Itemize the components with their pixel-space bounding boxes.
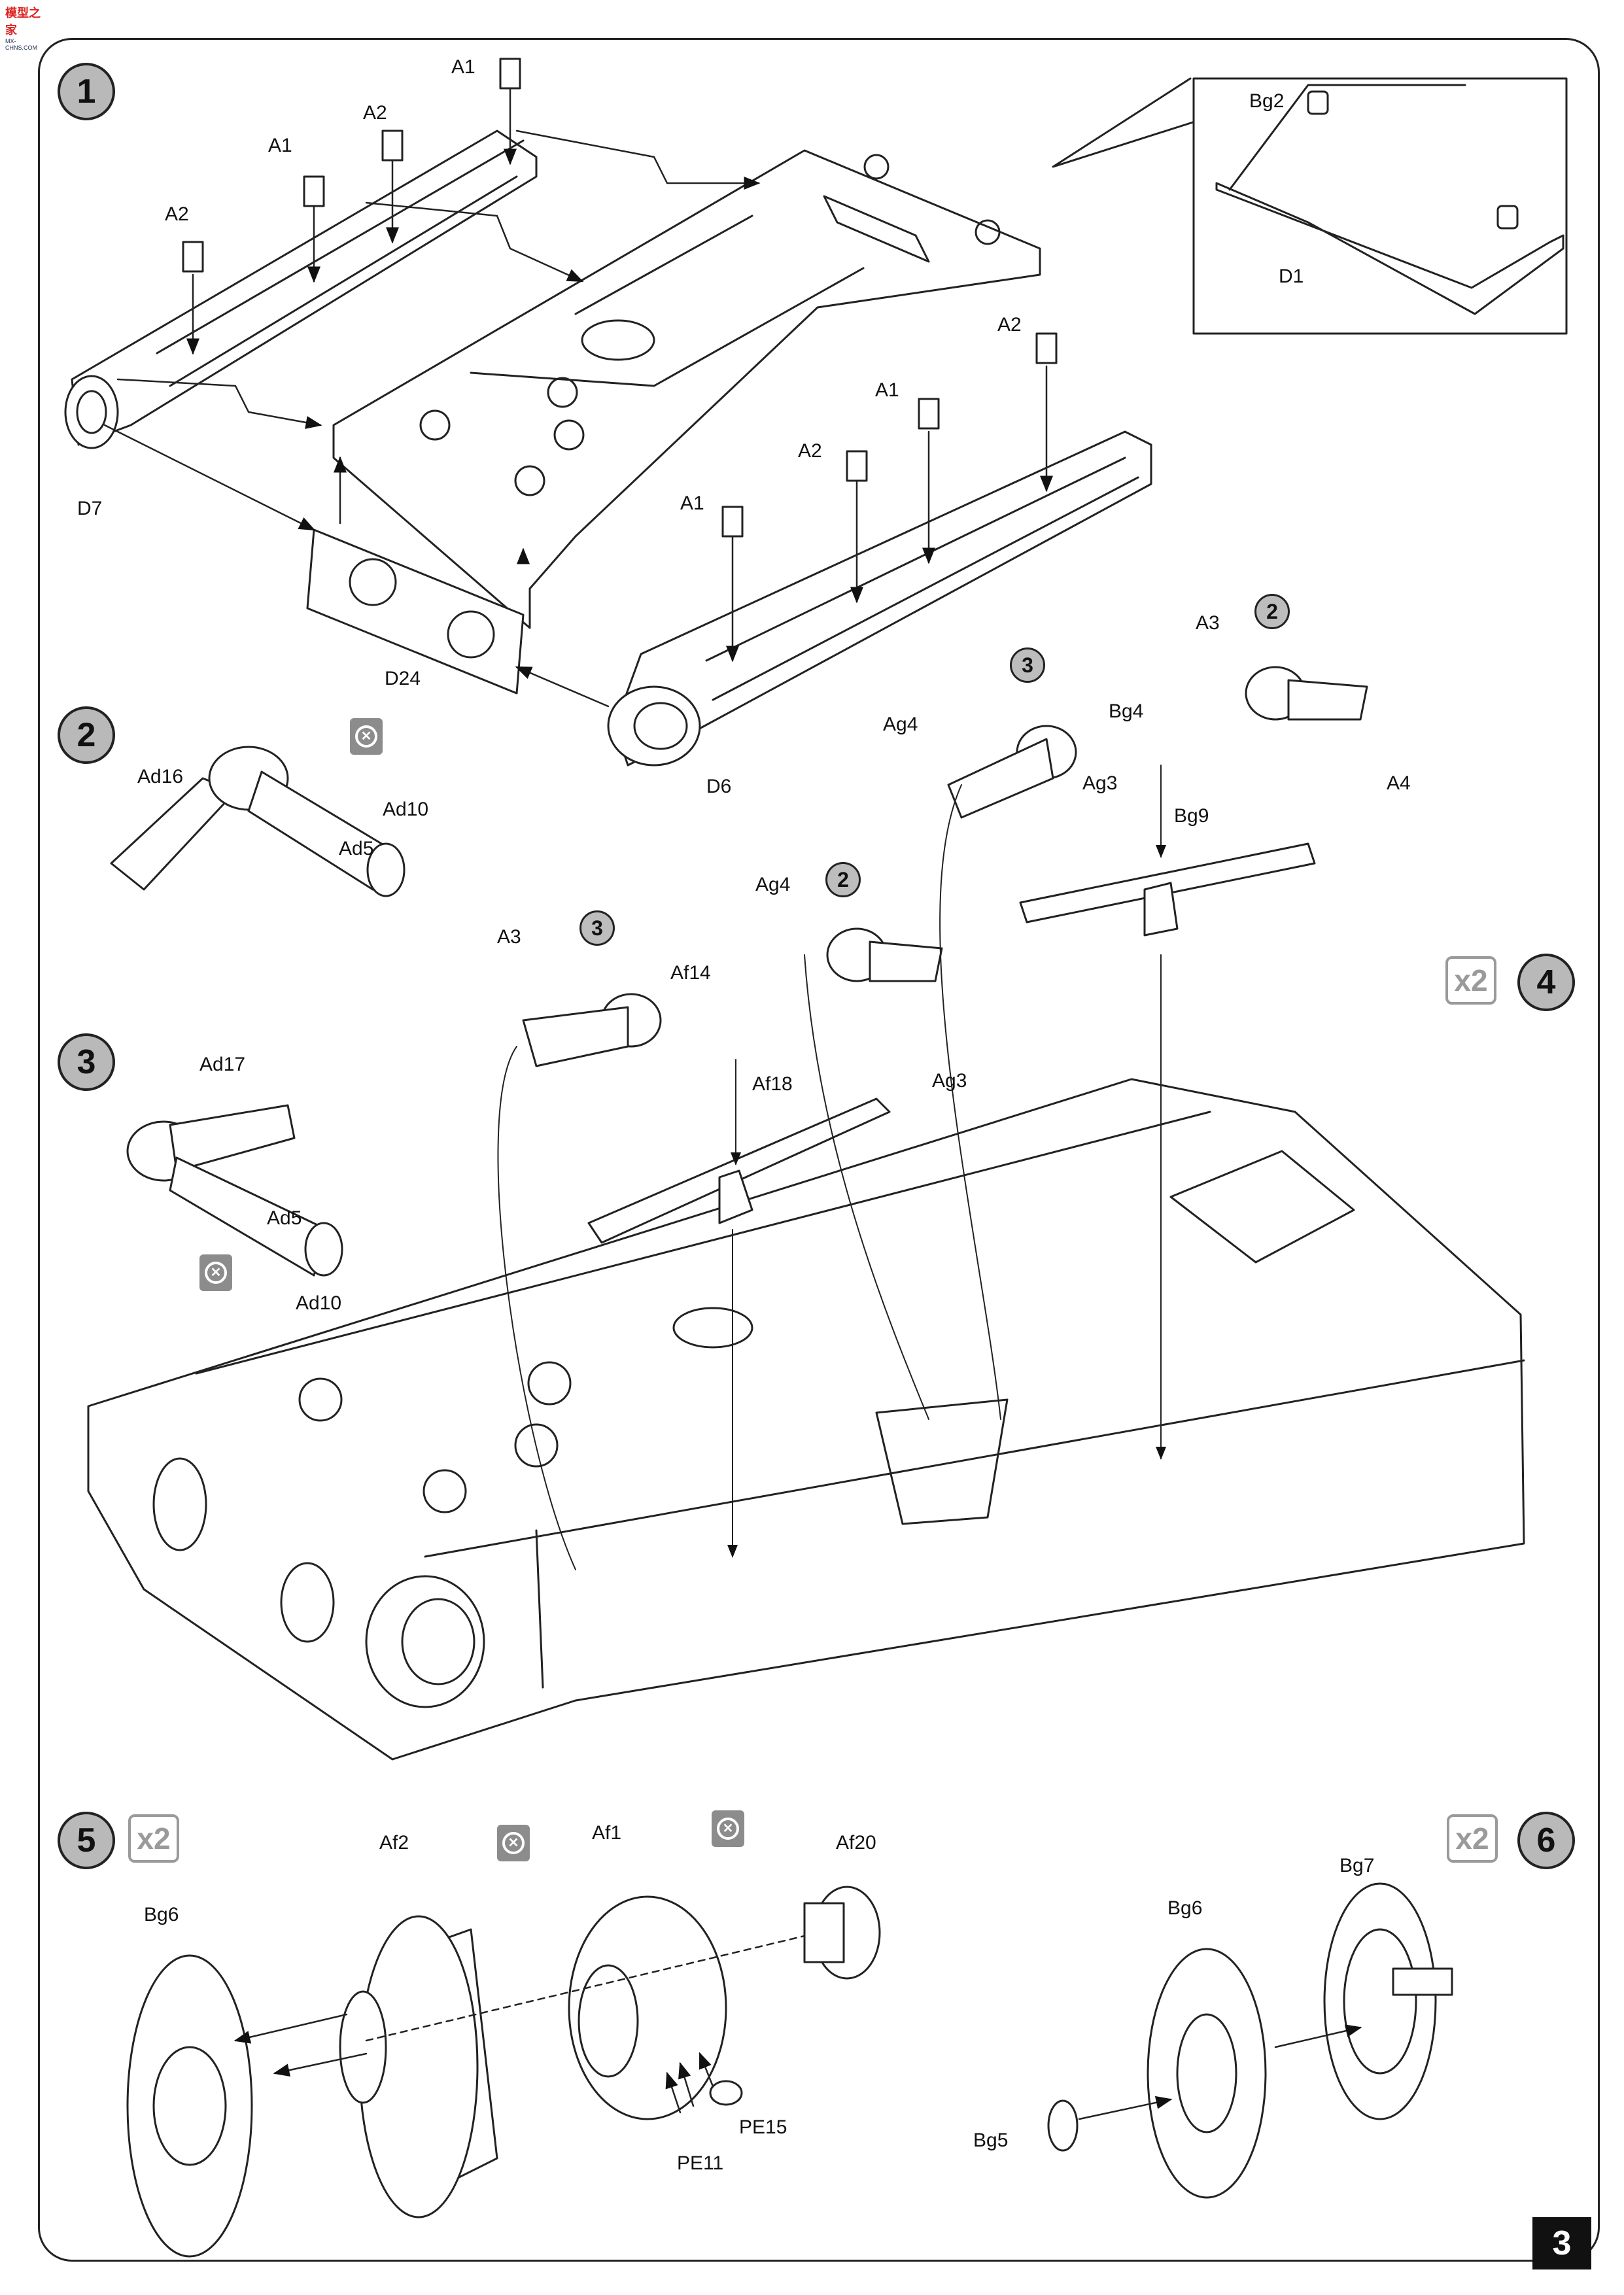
step4-lower-hull [87, 1078, 1525, 1761]
step4-arms [522, 666, 1368, 1067]
part-label: Ad17 [199, 1054, 246, 1075]
step5-sprocket [126, 1886, 881, 2258]
part-label: Bg4 [1109, 700, 1144, 722]
glue-warning-icon: ✕ [199, 1254, 232, 1291]
step-6-badge: 6 [1517, 1812, 1575, 1869]
step3-swing-arm [126, 1104, 343, 1277]
step1-arrows [103, 74, 1053, 708]
page-number: 3 [1532, 2217, 1591, 2269]
part-label: A4 [1387, 772, 1411, 794]
part-label: D24 [385, 668, 421, 689]
part-label: Ag4 [883, 714, 918, 735]
part-label: D1 [1279, 266, 1304, 287]
callout-subassembly: 2 [825, 862, 861, 897]
step1-rear-plate [306, 528, 525, 695]
part-label: A3 [1196, 612, 1220, 634]
part-label: Bg2 [1249, 90, 1285, 112]
part-label: A2 [363, 102, 387, 124]
part-label: Ag3 [932, 1070, 967, 1092]
part-label: Bg7 [1339, 1855, 1375, 1876]
part-label: PE11 [677, 2152, 724, 2174]
part-label: A1 [875, 379, 899, 401]
part-label: PE15 [739, 2116, 787, 2138]
part-label: Bg6 [144, 1904, 179, 1925]
part-label: D6 [706, 776, 732, 797]
part-label: A1 [268, 135, 292, 156]
part-label: Bg6 [1167, 1897, 1203, 1919]
step1-hull-top [332, 149, 1041, 629]
part-label: Ad10 [296, 1292, 342, 1314]
step-2-badge: 2 [58, 706, 115, 764]
step-4-multiplier: x2 [1445, 956, 1496, 1005]
part-label: A1 [680, 492, 704, 514]
part-label: Bg9 [1174, 805, 1209, 827]
callout-subassembly: 3 [1010, 647, 1045, 683]
step6-arrows [1078, 2024, 1362, 2120]
callout-subassembly: 3 [579, 910, 615, 946]
glue-warning-icon: ✕ [350, 718, 383, 755]
step4-guide-lines [497, 765, 1166, 1570]
step1-detail-inset [1052, 77, 1568, 335]
step-1-badge: 1 [58, 63, 115, 120]
part-label: Ag3 [1082, 772, 1118, 794]
step-3-badge: 3 [58, 1033, 115, 1091]
part-label: A3 [497, 926, 521, 948]
part-label: A1 [451, 56, 475, 78]
step4-leaf-springs [587, 842, 1316, 1244]
step2-swing-arm [110, 746, 406, 897]
glue-warning-icon: ✕ [497, 1825, 530, 1861]
step1-brackets [182, 58, 1058, 538]
page-frame [38, 38, 1600, 2262]
step5-arrows [233, 1935, 806, 2114]
step1-right-sponson [607, 430, 1152, 767]
part-label: Af2 [379, 1832, 409, 1854]
glue-warning-icon: ✕ [712, 1810, 744, 1847]
part-label: Ag4 [755, 874, 791, 895]
callout-subassembly: 2 [1254, 594, 1290, 629]
part-label: D7 [77, 498, 103, 519]
part-label: Af1 [592, 1822, 622, 1844]
part-label: Af20 [836, 1832, 876, 1854]
part-label: A2 [798, 440, 822, 462]
part-label: Ad16 [137, 766, 184, 787]
step-5-badge: 5 [58, 1812, 115, 1869]
step-4-badge: 4 [1517, 954, 1575, 1011]
part-label: Af18 [752, 1073, 793, 1095]
step6-road-wheel [1047, 1882, 1453, 2199]
part-label: Ad10 [383, 799, 429, 820]
step-5-multiplier: x2 [128, 1814, 179, 1863]
part-label: Af14 [670, 962, 711, 984]
part-label: Ad5 [339, 838, 374, 859]
part-label: Ad5 [267, 1207, 302, 1229]
part-label: A2 [165, 203, 189, 225]
part-label: A2 [997, 314, 1022, 336]
step-6-multiplier: x2 [1447, 1814, 1498, 1863]
part-label: Bg5 [973, 2130, 1009, 2151]
